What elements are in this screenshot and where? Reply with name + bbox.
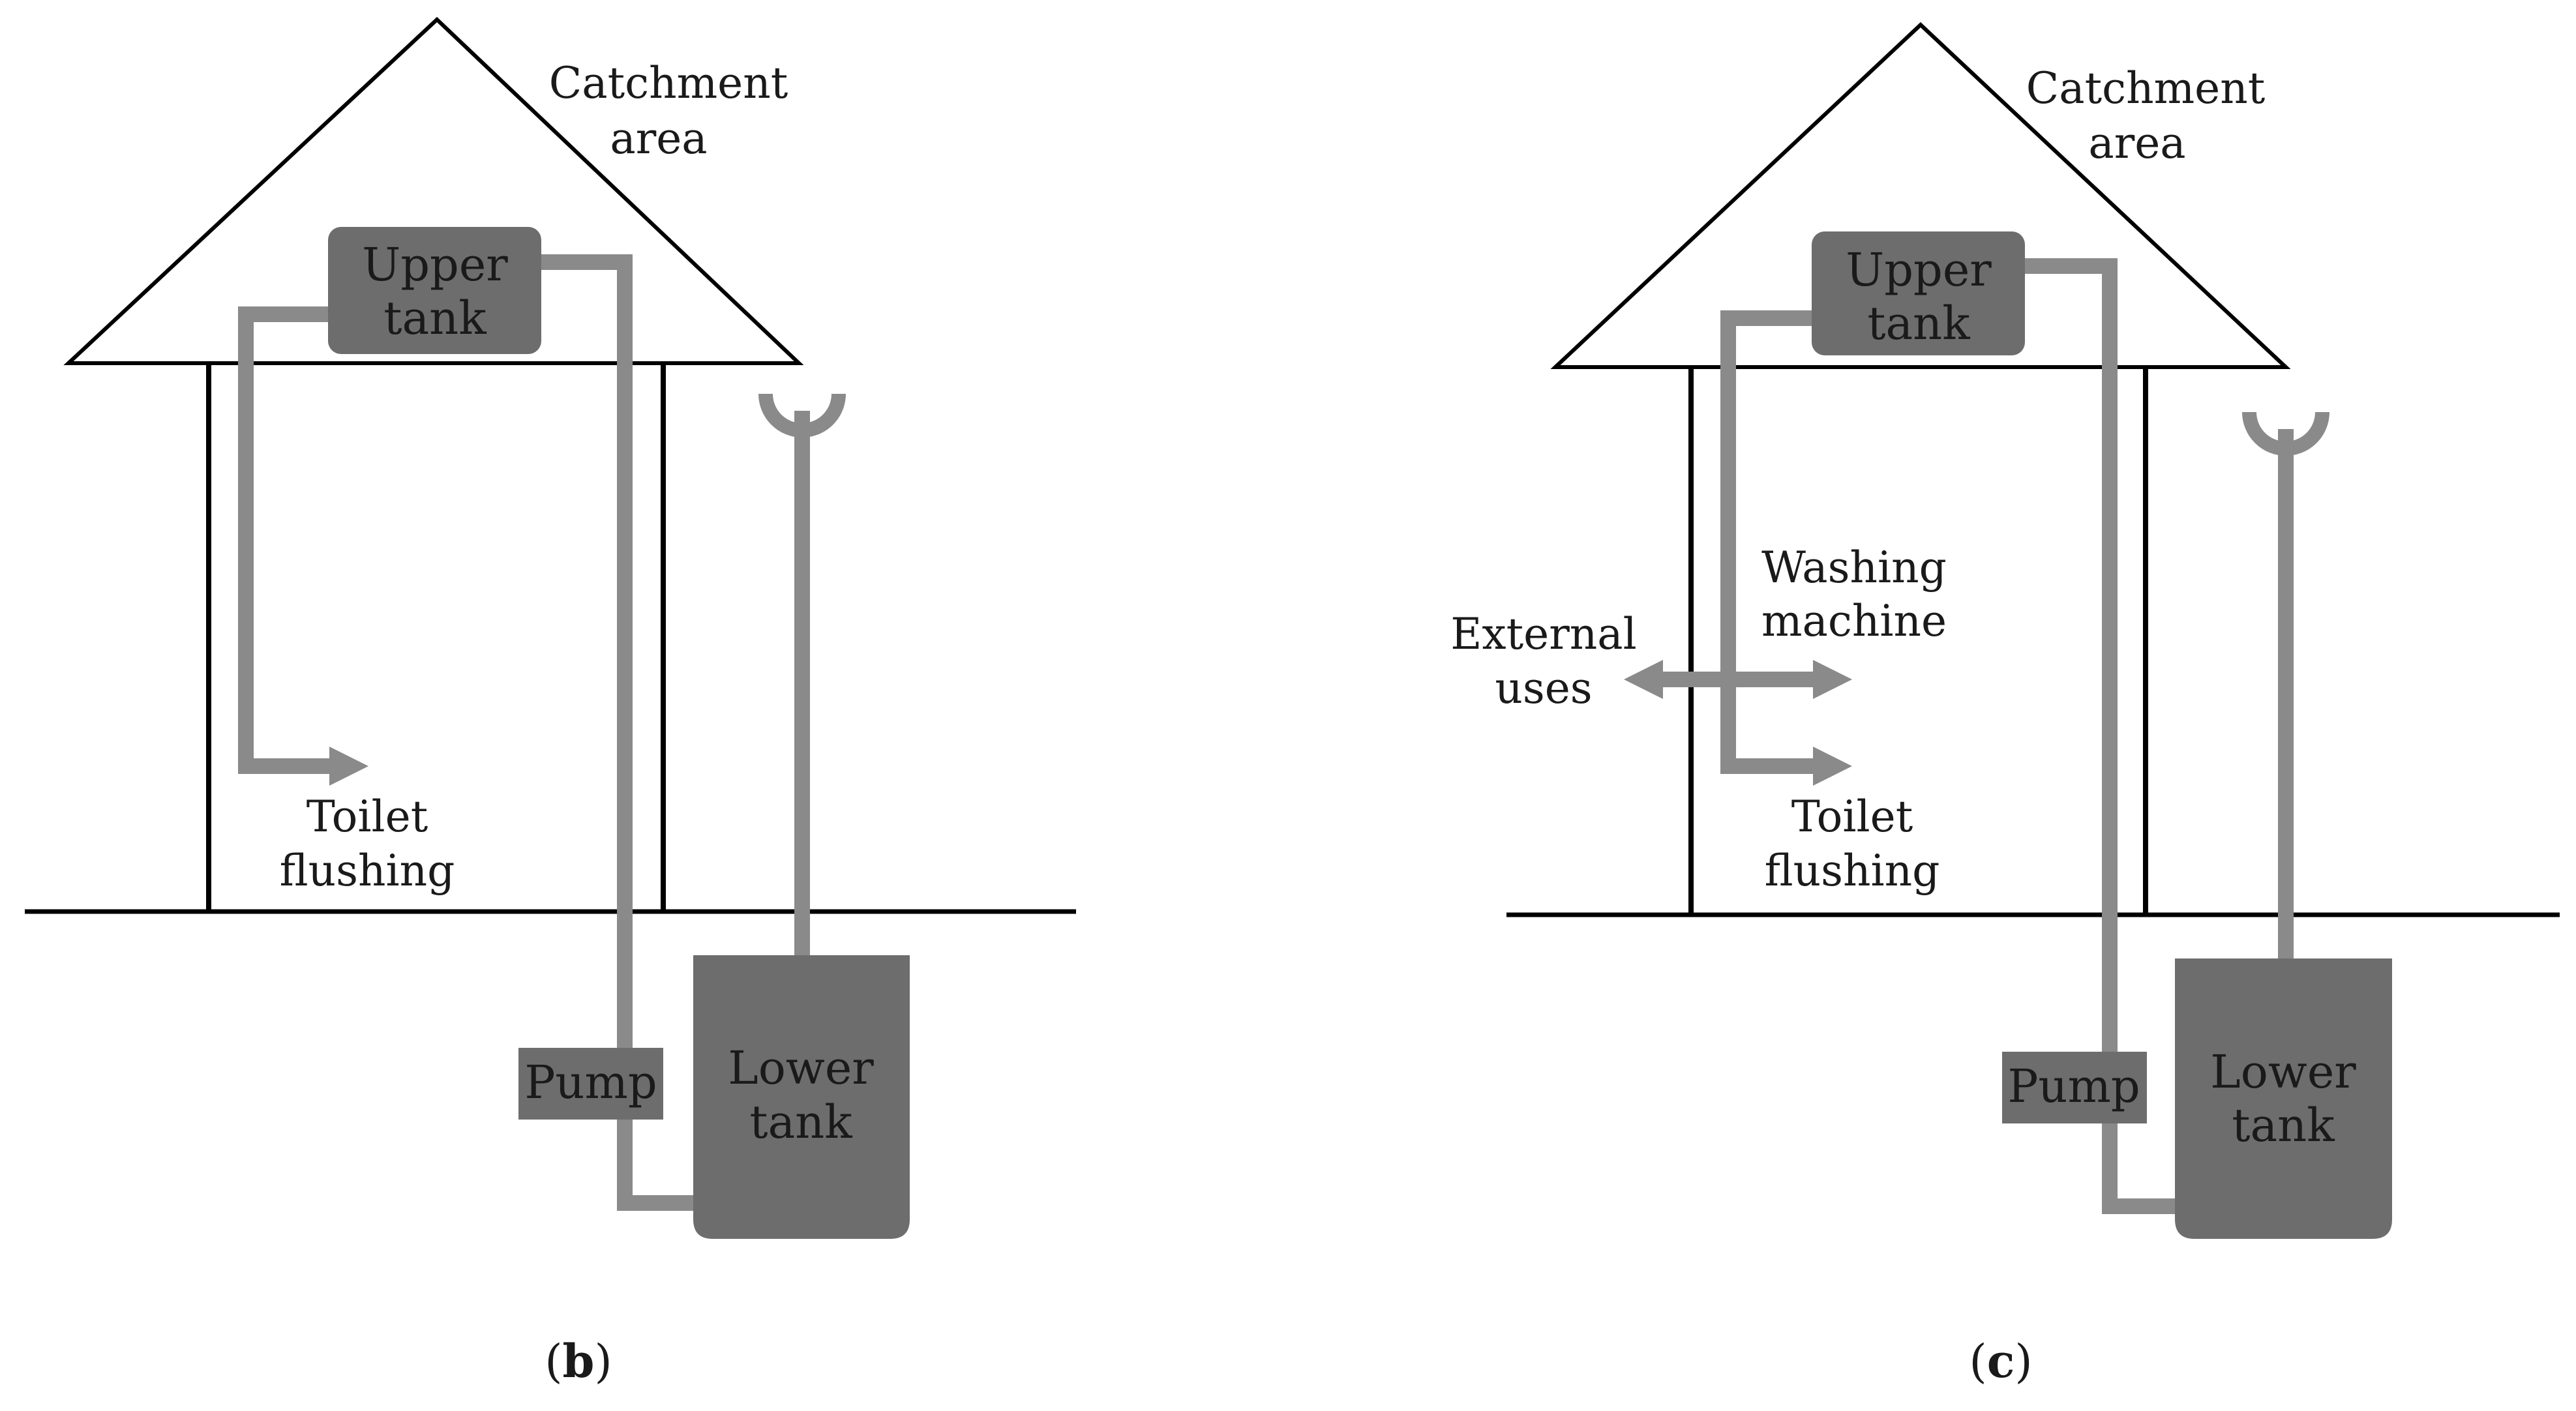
- upper-tank: [328, 227, 541, 354]
- pipes: [238, 254, 810, 1211]
- gutter-icon: [758, 393, 846, 438]
- toilet-feed-pipe: [238, 306, 329, 774]
- lower-tank-label-line1: Lower: [2210, 1045, 2356, 1099]
- catchment-label-line1: Catchment: [2026, 63, 2266, 113]
- toilet-label-line2: flushing: [280, 846, 455, 896]
- catchment-label-line2: area: [610, 113, 707, 164]
- lower-tank-label-line1: Lower: [728, 1041, 874, 1095]
- upper-tank-label-line1: Upper: [1846, 243, 1992, 297]
- upper-tank-label-line1: Upper: [362, 238, 508, 291]
- washing-label-line1: Washing: [1761, 542, 1947, 593]
- external-arrow-head: [1624, 660, 1663, 699]
- upper-tank-label-line2: tank: [383, 291, 487, 345]
- toilet-feed-pipe: [1720, 310, 1816, 774]
- gutter-icon: [2242, 411, 2329, 456]
- house-roof: [1550, 22, 2291, 369]
- lower-tank-label-line2: tank: [749, 1095, 852, 1149]
- catchment-label-line2: area: [2088, 118, 2185, 168]
- panel-c-caption: (c): [1969, 1334, 2032, 1388]
- upper-tank: [1812, 231, 2025, 355]
- house-roof: [63, 16, 804, 365]
- pump-box: [518, 1048, 663, 1120]
- toilet-arrow-head: [1813, 747, 1852, 786]
- upper-tank-label-line2: tank: [1867, 297, 1970, 350]
- toilet-arrow-head: [329, 747, 368, 786]
- washing-arrow-head: [1813, 660, 1852, 699]
- panel-c: Catchment area Upper tank Washing machin…: [1450, 22, 2560, 1388]
- toilet-label-line2: flushing: [1765, 846, 1940, 896]
- lower-tank: [2175, 958, 2392, 1239]
- catchment-label-line1: Catchment: [549, 58, 788, 108]
- lower-tank: [693, 955, 910, 1239]
- toilet-label-line1: Toilet: [307, 792, 428, 842]
- external-label-line2: uses: [1495, 663, 1592, 713]
- pump-label: Pump: [2007, 1060, 2140, 1113]
- pump-box: [2002, 1052, 2147, 1123]
- lower-tank-label-line2: tank: [2232, 1099, 2335, 1152]
- washing-label-line2: machine: [1761, 596, 1947, 646]
- toilet-label-line1: Toilet: [1791, 792, 1913, 842]
- pump-label: Pump: [524, 1056, 657, 1109]
- panel-b: Catchment area Upper tank Toilet flushin…: [25, 16, 1076, 1388]
- external-label-line1: External: [1450, 609, 1637, 659]
- panel-b-caption: (b): [545, 1334, 612, 1388]
- pump-riser-pipe: [2022, 258, 2181, 1214]
- pump-riser-pipe: [535, 254, 698, 1211]
- pipes: [1660, 258, 2294, 1214]
